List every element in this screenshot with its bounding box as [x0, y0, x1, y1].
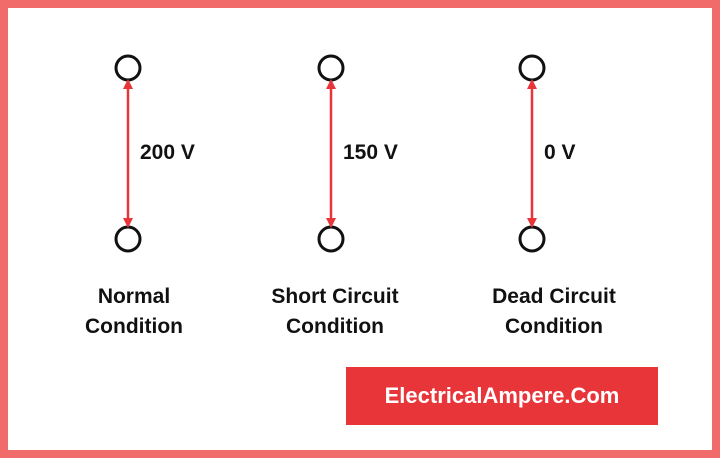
short-circuit-voltage-label: 150 V — [343, 141, 398, 164]
short-circuit-top-terminal — [317, 54, 345, 82]
short-circuit-condition-caption: Short Circuit Condition — [225, 282, 445, 342]
dead-circuit-top-terminal — [518, 54, 546, 82]
normal-top-terminal — [114, 54, 142, 82]
dead-circuit-condition-group — [518, 54, 546, 253]
short-circuit-condition-group — [317, 54, 345, 253]
short-circuit-caption-line1: Short Circuit — [271, 285, 399, 308]
normal-condition-group — [114, 54, 142, 253]
dead-circuit-caption-line2: Condition — [505, 315, 603, 338]
normal-caption-line1: Normal — [97, 285, 171, 308]
normal-bottom-terminal — [114, 225, 142, 253]
normal-condition-caption: Normal Condition — [24, 282, 244, 342]
brand-banner — [346, 367, 658, 425]
dead-circuit-caption-line1: Dead Circuit — [492, 285, 616, 308]
normal-caption-line2: Condition — [85, 315, 183, 338]
normal-voltage-label: 200 V — [140, 141, 195, 164]
brand-watermark-text: ElectricalAmpere.Com — [384, 383, 620, 408]
dead-circuit-condition-caption: Dead Circuit Condition — [444, 282, 664, 342]
short-circuit-caption-line2: Condition — [286, 315, 384, 338]
dead-circuit-bottom-terminal — [518, 225, 546, 253]
short-circuit-bottom-terminal — [317, 225, 345, 253]
dead-circuit-voltage-label: 0 V — [544, 141, 576, 164]
